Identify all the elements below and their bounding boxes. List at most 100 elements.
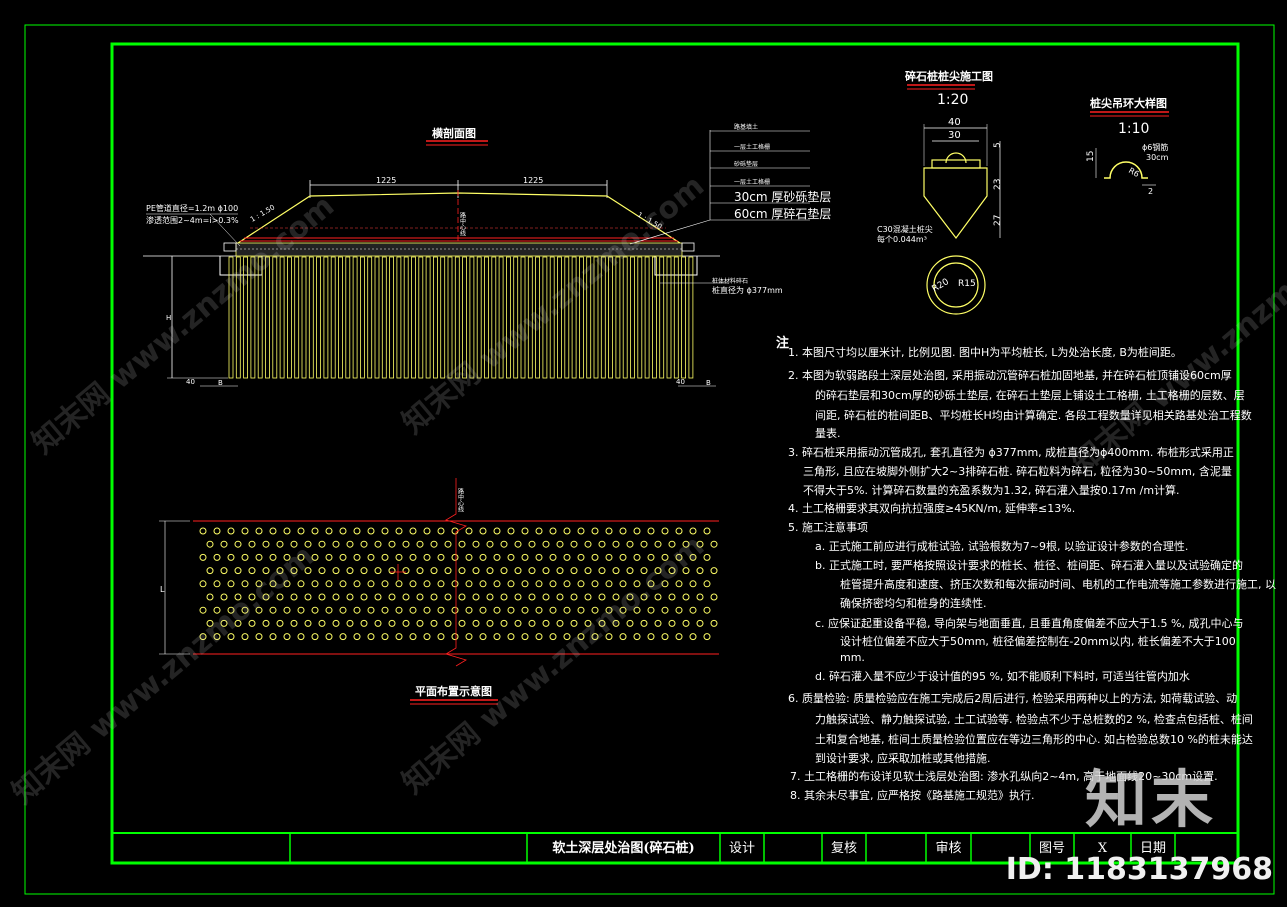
plan-pile <box>514 619 522 627</box>
plan-pile <box>213 580 221 588</box>
plan-pile <box>507 553 515 561</box>
plan-pile <box>318 593 326 601</box>
pile <box>491 256 497 379</box>
plan-pile <box>563 633 571 641</box>
plan-pile <box>633 606 641 614</box>
pile <box>454 256 460 379</box>
plan-pile <box>255 580 263 588</box>
note-line: 6. 质量检验: 质量检验应在施工完成后2周后进行, 检验采用两种以上的方法, … <box>788 692 1238 705</box>
plan-pile <box>654 593 662 601</box>
plan-pile <box>220 540 228 548</box>
plan-pile <box>381 606 389 614</box>
plan-pile <box>640 619 648 627</box>
plan-pile <box>528 593 536 601</box>
plan-pile <box>311 580 319 588</box>
plan-pile <box>689 633 697 641</box>
plan-pile <box>486 567 494 575</box>
plan-pile <box>416 567 424 575</box>
plan-pile <box>535 580 543 588</box>
plan-pile <box>339 633 347 641</box>
pile <box>272 256 278 379</box>
plan-pile <box>598 619 606 627</box>
plan-pile <box>598 540 606 548</box>
plan-pile <box>451 606 459 614</box>
plan-pile <box>276 619 284 627</box>
plan-pile <box>451 580 459 588</box>
plan-pile <box>227 580 235 588</box>
plan-pile <box>549 633 557 641</box>
plan-pile <box>675 606 683 614</box>
plan-pile <box>220 593 228 601</box>
plan-pile <box>710 540 718 548</box>
pile <box>557 256 562 379</box>
plan-pile <box>430 593 438 601</box>
tip-dim-40: 40 <box>948 117 961 128</box>
note-line: 4. 土工格栅要求其双向抗拉强度≥45KN/m, 延伸率≤13%. <box>788 502 1076 515</box>
plan-pile <box>388 619 396 627</box>
plan-pile <box>619 606 627 614</box>
plan-pile <box>703 580 711 588</box>
plan-pile <box>570 540 578 548</box>
plan-pile <box>276 567 284 575</box>
pile <box>542 256 548 379</box>
plan-pile <box>549 553 557 561</box>
plan-pile <box>696 540 704 548</box>
plan-pile <box>325 633 333 641</box>
layer-label: 砂砾垫层 <box>734 160 758 168</box>
pile <box>432 256 438 379</box>
plan-pile <box>542 619 550 627</box>
pile <box>440 256 446 379</box>
pile-tip-detail: 碎石桩桩尖施工图 1:20 40 30 5 23 27 C30混凝土桩尖 每个0… <box>877 69 1003 315</box>
plan-pile <box>430 540 438 548</box>
plan-pile <box>395 553 403 561</box>
plan-pile <box>668 567 676 575</box>
plan-center-label: 路中心线 <box>457 487 464 512</box>
plan-pile <box>563 580 571 588</box>
plan-pile <box>675 633 683 641</box>
plan-pile <box>493 553 501 561</box>
plan-pile <box>500 567 508 575</box>
plan-pile <box>430 619 438 627</box>
inner-frame <box>110 42 1240 865</box>
layer-label: 60cm 厚碎石垫层 <box>734 206 831 221</box>
plan-pile <box>584 567 592 575</box>
plan-pile <box>640 593 648 601</box>
plan-pile <box>283 606 291 614</box>
plan-pile <box>703 606 711 614</box>
pile <box>484 256 489 379</box>
plan-l-label: L <box>160 585 165 594</box>
pile <box>652 256 657 379</box>
plan-pile <box>479 606 487 614</box>
plan-pile <box>661 606 669 614</box>
plan-pile <box>374 619 382 627</box>
plan-pile <box>248 593 256 601</box>
pile <box>681 256 686 379</box>
plan-pile <box>647 527 655 535</box>
dim-40-left: 40 <box>186 378 195 386</box>
plan-pile <box>689 580 697 588</box>
note-line: 1. 本图尺寸均以厘米计, 比例见图. 图中H为平均桩长, L为处治长度, B为… <box>788 346 1182 359</box>
layer-label: 一层土工格栅 <box>734 178 770 186</box>
plan-pile <box>500 540 508 548</box>
plan-pile <box>675 527 683 535</box>
plan-pile <box>402 540 410 548</box>
plan-pile <box>241 553 249 561</box>
plan-pile <box>521 580 529 588</box>
pile <box>279 256 285 379</box>
plan-pile <box>577 553 585 561</box>
plan-pile <box>395 580 403 588</box>
plan-pile <box>297 527 305 535</box>
pile-note-2: 桩直径为 ɸ377mm <box>712 285 783 295</box>
plan-pile <box>346 540 354 548</box>
note-line: 8. 其余未尽事宜, 应严格按《路基施工规范》执行. <box>790 789 1035 802</box>
pile <box>367 256 373 379</box>
plan-pile <box>304 567 312 575</box>
plan-pile <box>381 527 389 535</box>
plan-title: 平面布置示意图 <box>415 684 492 698</box>
pile <box>418 256 424 379</box>
pile <box>411 256 416 379</box>
review-label: 复核 <box>830 841 857 856</box>
plan-pile <box>311 553 319 561</box>
plan-pile <box>570 619 578 627</box>
plan-pile <box>437 527 445 535</box>
